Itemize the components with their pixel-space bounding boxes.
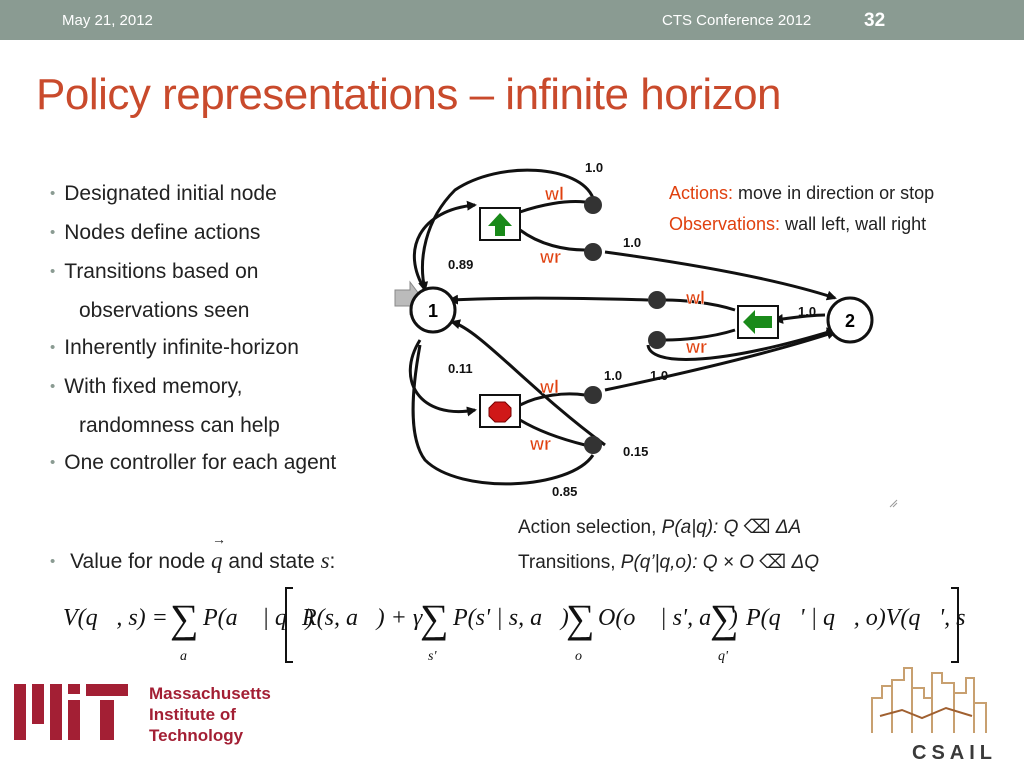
- obs-label-wl: wl: [544, 184, 564, 204]
- sum-index-s: s': [428, 649, 437, 664]
- obs-label-wr: wr: [539, 247, 561, 267]
- prob-label: 1.0: [604, 368, 622, 383]
- svg-text:P(s' | s, a⃗): P(s' | s, a⃗): [452, 605, 569, 631]
- bullet-continuation: randomness can help: [79, 414, 280, 437]
- bullet-item: Designated initial node: [50, 175, 336, 214]
- action-selection-line: Action selection, P(a|q): Q ⌫ ΔA: [518, 517, 802, 538]
- transitions-line: Transitions, P(q’|q,o): Q × O ⌫ ΔQ: [518, 552, 819, 573]
- observations-value: wall left, wall right: [785, 214, 927, 234]
- value-equation: V(q⃗, s) = ∑ a P(a⃗ | q⃗) R(s, a⃗) + γ ∑…: [63, 587, 968, 664]
- controller-diagram: 1 2 wl wr wl wr wl wr 1.0 1.0 0.89 0.11 …: [394, 160, 874, 499]
- bullet-item: Nodes define actions: [50, 214, 336, 253]
- resize-handle-icon: [889, 499, 898, 508]
- slide-date: May 21, 2012: [62, 12, 153, 29]
- legend: Actions: move in direction or stop Obser…: [669, 178, 934, 240]
- value-bullet: Value for node →q and state s:: [50, 533, 335, 574]
- sum-index-q: q': [718, 649, 729, 664]
- value-middle: and state: [228, 550, 315, 573]
- node-1-label: 1: [428, 301, 438, 321]
- sum-index-a: a: [180, 649, 187, 664]
- prob-label: 1.0: [650, 368, 668, 383]
- actions-key: Actions:: [669, 183, 734, 203]
- prob-label: 1.0: [585, 160, 603, 175]
- svg-text:P(a⃗ | q⃗): P(a⃗ | q⃗): [202, 605, 314, 631]
- slide-number: 32: [864, 10, 886, 31]
- formulas: Action selection, P(a|q): Q ⌫ ΔA Transit…: [518, 510, 819, 580]
- svg-text:∑: ∑: [170, 596, 199, 641]
- stop-octagon-icon: [488, 401, 512, 423]
- q-vector-symbol: →q: [211, 533, 226, 573]
- observations-key: Observations:: [669, 214, 781, 234]
- conference-name: CTS Conference 2012: [662, 12, 812, 29]
- obs-label-wl: wl: [539, 377, 559, 397]
- prob-label: 1.0: [623, 235, 641, 250]
- svg-text:R(s, a⃗) + γ: R(s, a⃗) + γ: [301, 605, 423, 631]
- actions-value: move in direction or stop: [738, 183, 935, 203]
- prob-label: 0.85: [552, 484, 577, 499]
- bullet-item: With fixed memory,: [50, 368, 336, 407]
- obs-label-wr: wr: [685, 337, 707, 357]
- obs-label-wr: wr: [529, 434, 551, 454]
- svg-text:∑: ∑: [420, 596, 449, 641]
- prob-label: 0.89: [448, 257, 473, 272]
- sum-index-o: o: [575, 649, 582, 664]
- svg-text:∑: ∑: [710, 596, 739, 641]
- value-prefix: Value for node: [70, 550, 206, 573]
- s-symbol: s: [320, 548, 330, 573]
- equation-lhs: V(q⃗, s) =: [63, 605, 168, 631]
- svg-text:P(q⃗' | q⃗, o)V(q⃗', s'): P(q⃗' | q⃗, o)V(q⃗', s'): [745, 605, 968, 631]
- bullet-item: One controller for each agent: [50, 444, 336, 483]
- csail-wordmark: CSAIL: [912, 742, 997, 764]
- bullet-item: Transitions based on: [50, 253, 336, 292]
- left-arrow-icon: [743, 310, 772, 334]
- prob-label: 0.15: [623, 444, 648, 459]
- slide-title: Policy representations – infinite horizo…: [36, 70, 782, 119]
- svg-text:∑: ∑: [566, 596, 595, 641]
- obs-label-wl: wl: [685, 288, 705, 308]
- bullet-item: Inherently infinite-horizon: [50, 329, 336, 368]
- mit-logo-icon: [14, 684, 128, 740]
- svg-text:O(o⃗ | s', a⃗): O(o⃗ | s', a⃗): [598, 605, 738, 631]
- bullet-list: Designated initial node Nodes define act…: [50, 175, 336, 483]
- up-arrow-icon: [488, 213, 512, 236]
- mit-wordmark: Massachusetts Institute of Technology: [149, 684, 271, 745]
- bullet-continuation: observations seen: [79, 299, 250, 322]
- header-bar: May 21, 2012 CTS Conference 2012 32: [0, 0, 1024, 40]
- prob-label: 1.0: [798, 304, 816, 319]
- csail-logo-icon: [871, 667, 987, 733]
- prob-label: 0.11: [448, 361, 473, 376]
- node-2-label: 2: [845, 311, 855, 331]
